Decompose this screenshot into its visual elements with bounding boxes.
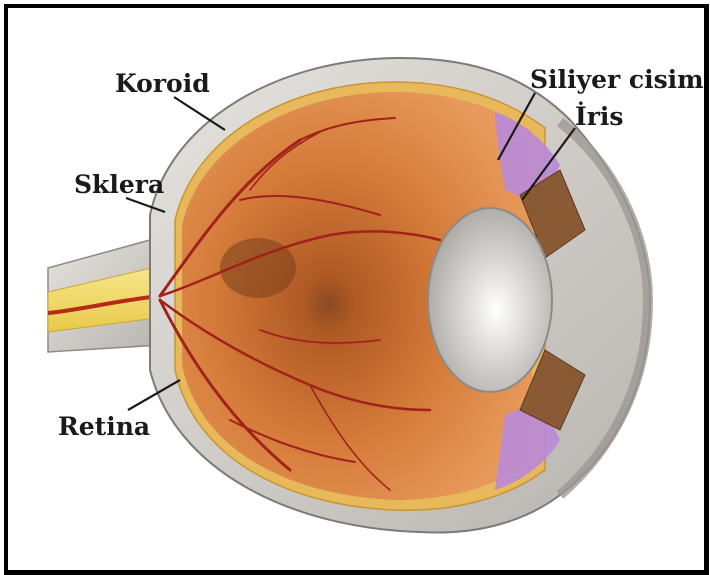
lens	[428, 208, 552, 392]
label-siliyer-cisim: Siliyer cisim	[530, 65, 704, 94]
label-koroid: Koroid	[115, 69, 210, 98]
label-retina: Retina	[58, 412, 150, 441]
label-iris: İris	[575, 102, 623, 131]
label-sklera: Sklera	[74, 170, 164, 199]
